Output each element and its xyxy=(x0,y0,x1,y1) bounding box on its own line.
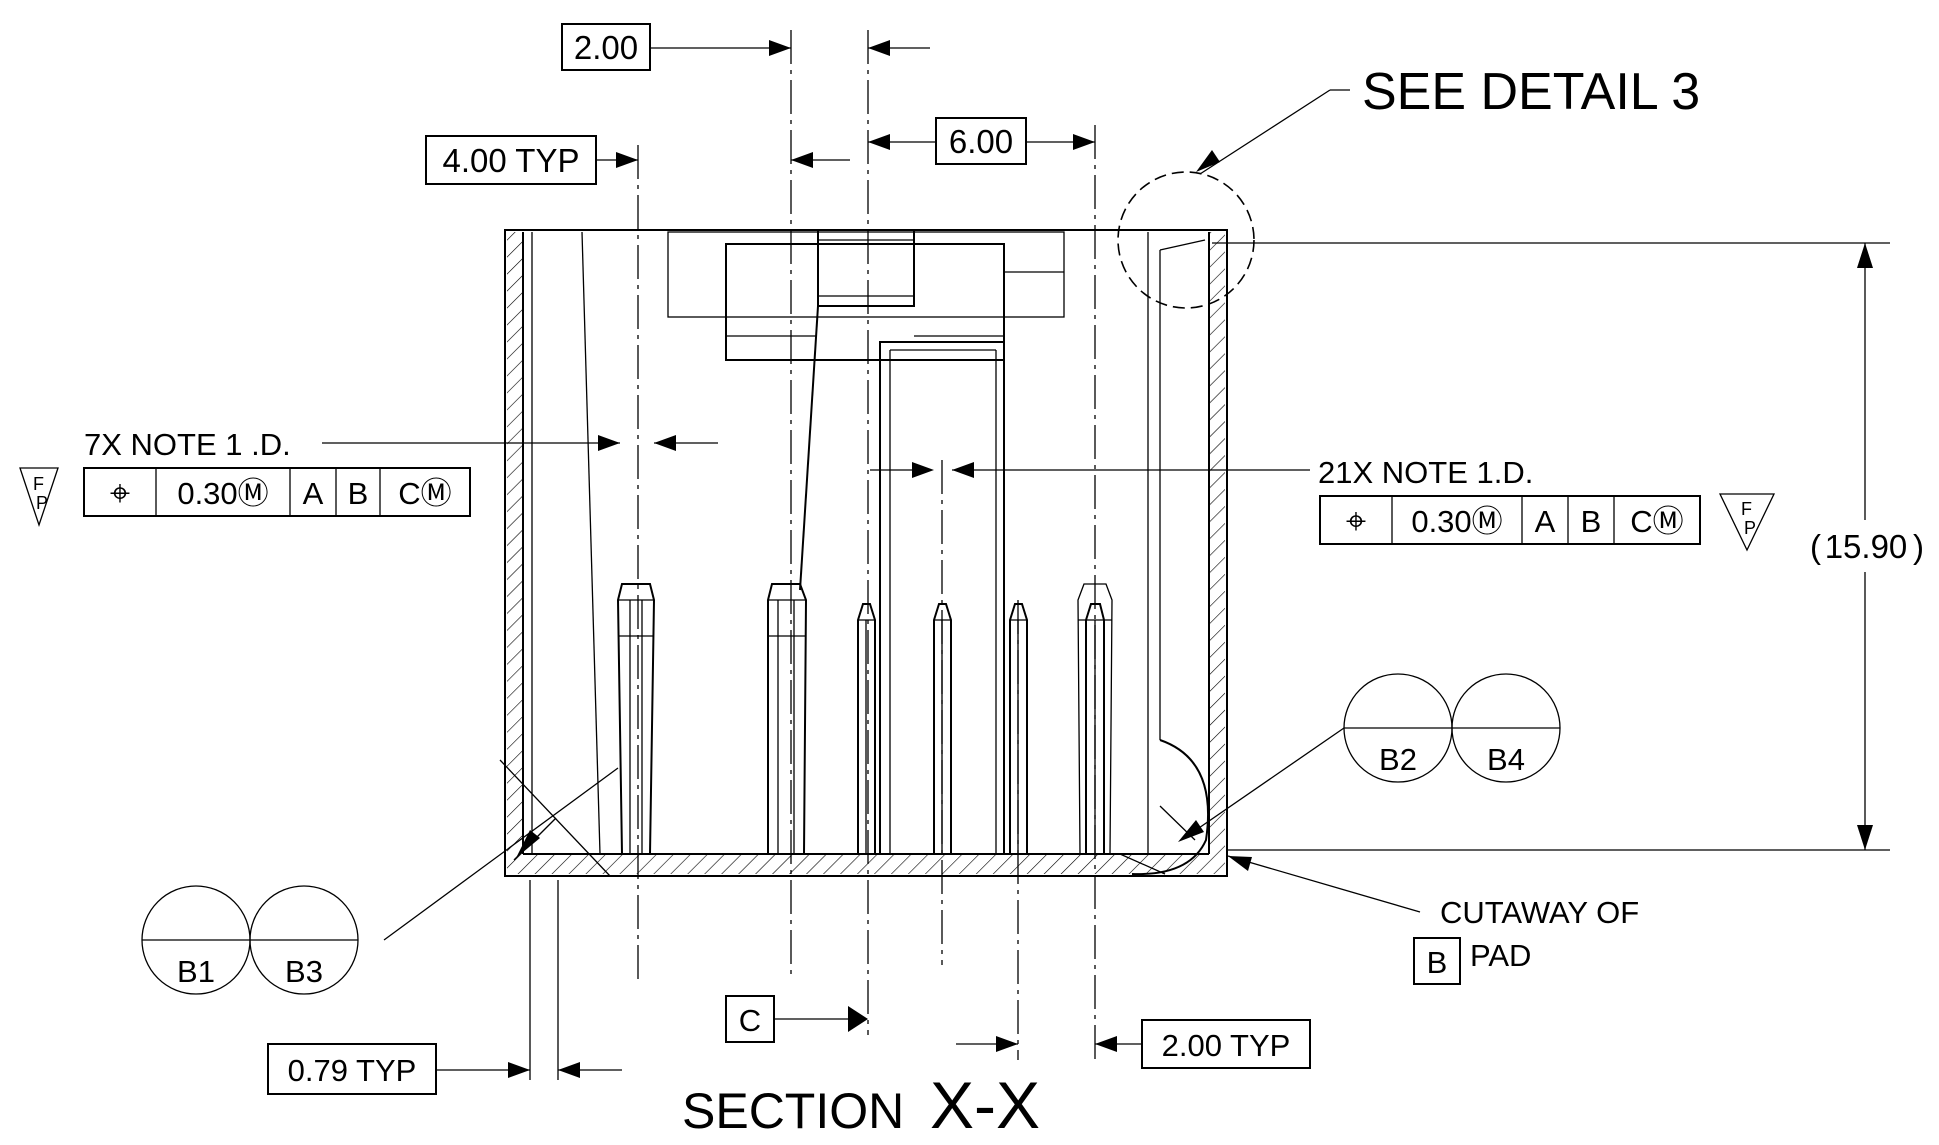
dim-label: 2.00 xyxy=(574,29,638,66)
dim-label: 6.00 xyxy=(949,123,1013,160)
dim-label: 15.90 xyxy=(1825,528,1908,565)
cutaway-text-2: PAD xyxy=(1470,938,1531,973)
pin xyxy=(857,603,876,854)
left-note-text: 7X NOTE 1 .D. xyxy=(84,427,291,462)
flag-top: F xyxy=(1741,499,1752,519)
left-note-callout: 7X NOTE 1 .D. xyxy=(84,427,718,462)
flag-bottom: P xyxy=(36,493,48,513)
pins xyxy=(616,583,1113,855)
position-symbol: ⌖ xyxy=(110,472,130,513)
dim-bottom-pitch: 2.00 TYP xyxy=(956,1019,1311,1069)
paren-close: ) xyxy=(1913,528,1924,565)
datum-c-symbol: C xyxy=(725,995,868,1043)
left-tolerance-frame: F P ⌖ 0.30Ⓜ A B CⓂ xyxy=(19,467,471,528)
datum-a: A xyxy=(303,476,324,511)
see-detail-label: SEE DETAIL 3 xyxy=(1362,63,1700,121)
cutaway-datum: B xyxy=(1427,945,1448,980)
section-title: SECTION X-X xyxy=(682,1068,1040,1142)
right-note-text: 21X NOTE 1.D. xyxy=(1318,455,1533,490)
datum-target-label: B2 xyxy=(1379,742,1417,777)
section-title-prefix: SECTION xyxy=(682,1083,904,1139)
pin xyxy=(767,583,808,855)
datum-target-label: B1 xyxy=(177,954,215,989)
housing-section xyxy=(499,229,1228,877)
tolerance-value: 0.30Ⓜ xyxy=(1411,504,1502,539)
dim-center-spacing: 6.00 xyxy=(868,117,1095,165)
center-lines xyxy=(637,30,1096,1060)
cutaway-text: CUTAWAY OF xyxy=(1440,895,1639,930)
dim-label: 2.00 TYP xyxy=(1162,1028,1291,1063)
datum-b: B xyxy=(1581,504,1602,539)
dim-top-spacing: 2.00 xyxy=(561,23,930,71)
datum-c: CⓂ xyxy=(1630,504,1683,539)
position-symbol: ⌖ xyxy=(1346,500,1366,541)
pin xyxy=(616,583,656,855)
section-title-letters: X-X xyxy=(930,1068,1040,1142)
dim-label: 4.00 TYP xyxy=(443,142,580,179)
datum-target-label: B3 xyxy=(285,954,323,989)
tolerance-value: 0.30Ⓜ xyxy=(177,476,268,511)
datum-target-label: B4 xyxy=(1487,742,1525,777)
flag-bottom: P xyxy=(1744,518,1756,538)
dim-pitch-typ: 4.00 TYP xyxy=(425,135,850,185)
right-tolerance-frame: ⌖ 0.30Ⓜ A B CⓂ F P xyxy=(1319,493,1776,552)
dim-wall-thickness: 0.79 TYP xyxy=(267,880,622,1095)
datum-c: CⓂ xyxy=(398,476,451,511)
flag-top: F xyxy=(33,474,44,494)
cutaway-callout: CUTAWAY OF B PAD xyxy=(1227,855,1639,985)
detail-circle: SEE DETAIL 3 xyxy=(1117,63,1700,309)
datum-a: A xyxy=(1535,504,1556,539)
dim-overall-height: ( 15.90 ) xyxy=(1212,242,1924,851)
datum-targets-left: B1 B3 xyxy=(141,767,619,995)
datum-b: B xyxy=(348,476,369,511)
right-note-callout: 21X NOTE 1.D. xyxy=(870,455,1533,490)
dim-label: 0.79 TYP xyxy=(288,1053,417,1088)
paren-open: ( xyxy=(1810,528,1821,565)
datum-targets-right: B2 B4 xyxy=(1178,673,1561,842)
datum-c-label: C xyxy=(739,1003,761,1038)
